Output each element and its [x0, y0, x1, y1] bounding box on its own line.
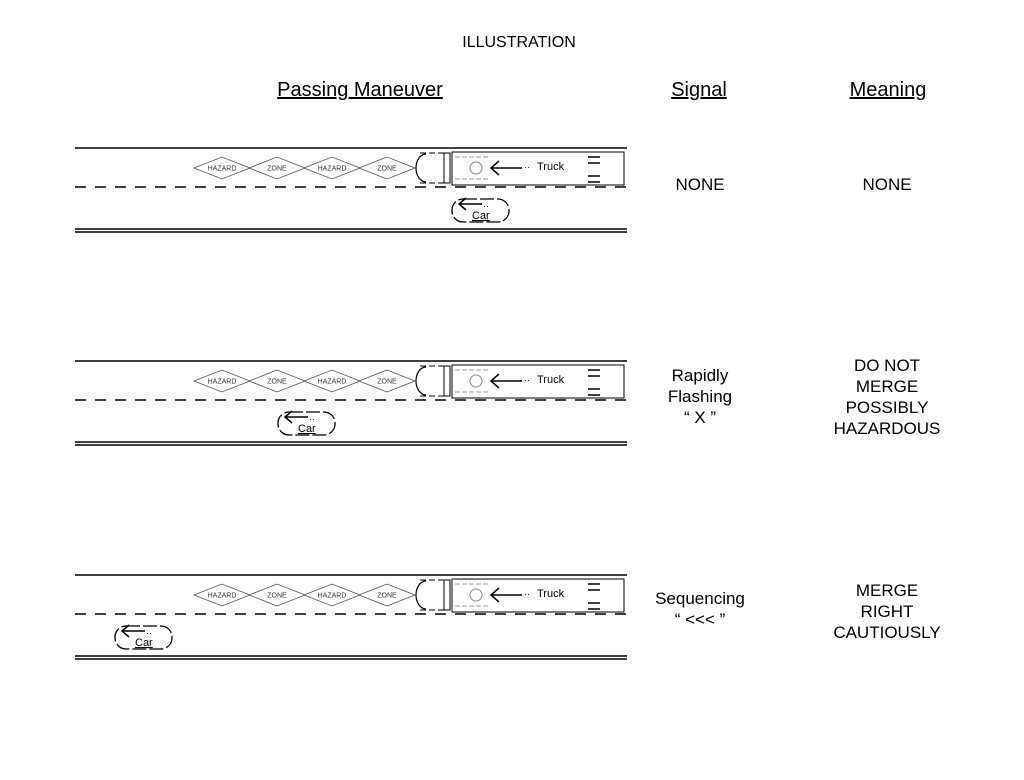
car-label: Car: [135, 637, 153, 649]
zone-label: HAZARD: [208, 166, 237, 173]
zone-label: HAZARD: [318, 379, 347, 386]
meaning-text: MERGE: [856, 377, 918, 396]
signal-text: “ X ”: [684, 408, 716, 427]
arrow-left-icon: [283, 410, 308, 424]
car: ··Car: [451, 197, 510, 223]
svg-text:··: ··: [309, 414, 315, 424]
truck-label: Truck: [537, 161, 565, 173]
car: ··Car: [277, 410, 336, 436]
signal-text: Sequencing: [655, 589, 745, 608]
svg-text:··: ··: [483, 201, 489, 211]
header-passing-maneuver: Passing Maneuver: [277, 79, 443, 101]
svg-text:··: ··: [524, 589, 530, 599]
meaning-text: POSSIBLY: [846, 398, 929, 417]
signal-text: “ <<< ”: [675, 610, 726, 629]
zone-label: ZONE: [377, 593, 397, 600]
meaning-text: CAUTIOUSLY: [833, 623, 940, 642]
arrow-left-icon: [120, 624, 145, 638]
car-label: Car: [298, 423, 316, 435]
header-signal: Signal: [671, 79, 727, 101]
zone-label: HAZARD: [318, 593, 347, 600]
truck: ·· Truck: [415, 364, 625, 399]
meaning-text: HAZARDOUS: [834, 419, 941, 438]
truck-label: Truck: [537, 374, 565, 386]
signal-text: Flashing: [668, 387, 732, 406]
zone-label: HAZARD: [318, 166, 347, 173]
signal-text: Rapidly: [672, 366, 729, 385]
meaning-text: NONE: [862, 175, 911, 194]
zone-label: HAZARD: [208, 593, 237, 600]
zone-label: ZONE: [267, 593, 287, 600]
zone-label: ZONE: [377, 379, 397, 386]
header-meaning: Meaning: [850, 79, 927, 101]
svg-text:··: ··: [524, 162, 530, 172]
zone-label: HAZARD: [208, 379, 237, 386]
car: ··Car: [114, 624, 173, 650]
meaning-text: RIGHT: [861, 602, 914, 621]
arrow-left-icon: [489, 587, 522, 603]
zone-label: ZONE: [267, 379, 287, 386]
meaning-text: MERGE: [856, 581, 918, 600]
zone-label: ZONE: [267, 166, 287, 173]
arrow-left-icon: [489, 373, 522, 389]
arrow-left-icon: [457, 197, 482, 211]
svg-text:··: ··: [524, 375, 530, 385]
arrow-left-icon: [489, 160, 522, 176]
hazard-zone-diamond: [357, 583, 417, 607]
truck-label: Truck: [537, 588, 565, 600]
hazard-zone-diamond: [357, 156, 417, 180]
truck: ·· Truck: [415, 151, 625, 186]
truck: ·· Truck: [415, 578, 625, 613]
hazard-zone-diamond: [357, 369, 417, 393]
zone-label: ZONE: [377, 166, 397, 173]
car-label: Car: [472, 210, 490, 222]
meaning-text: DO NOT: [854, 356, 920, 375]
signal-text: NONE: [675, 175, 724, 194]
svg-text:··: ··: [146, 628, 152, 638]
illustration-title: ILLUSTRATION: [462, 34, 576, 51]
